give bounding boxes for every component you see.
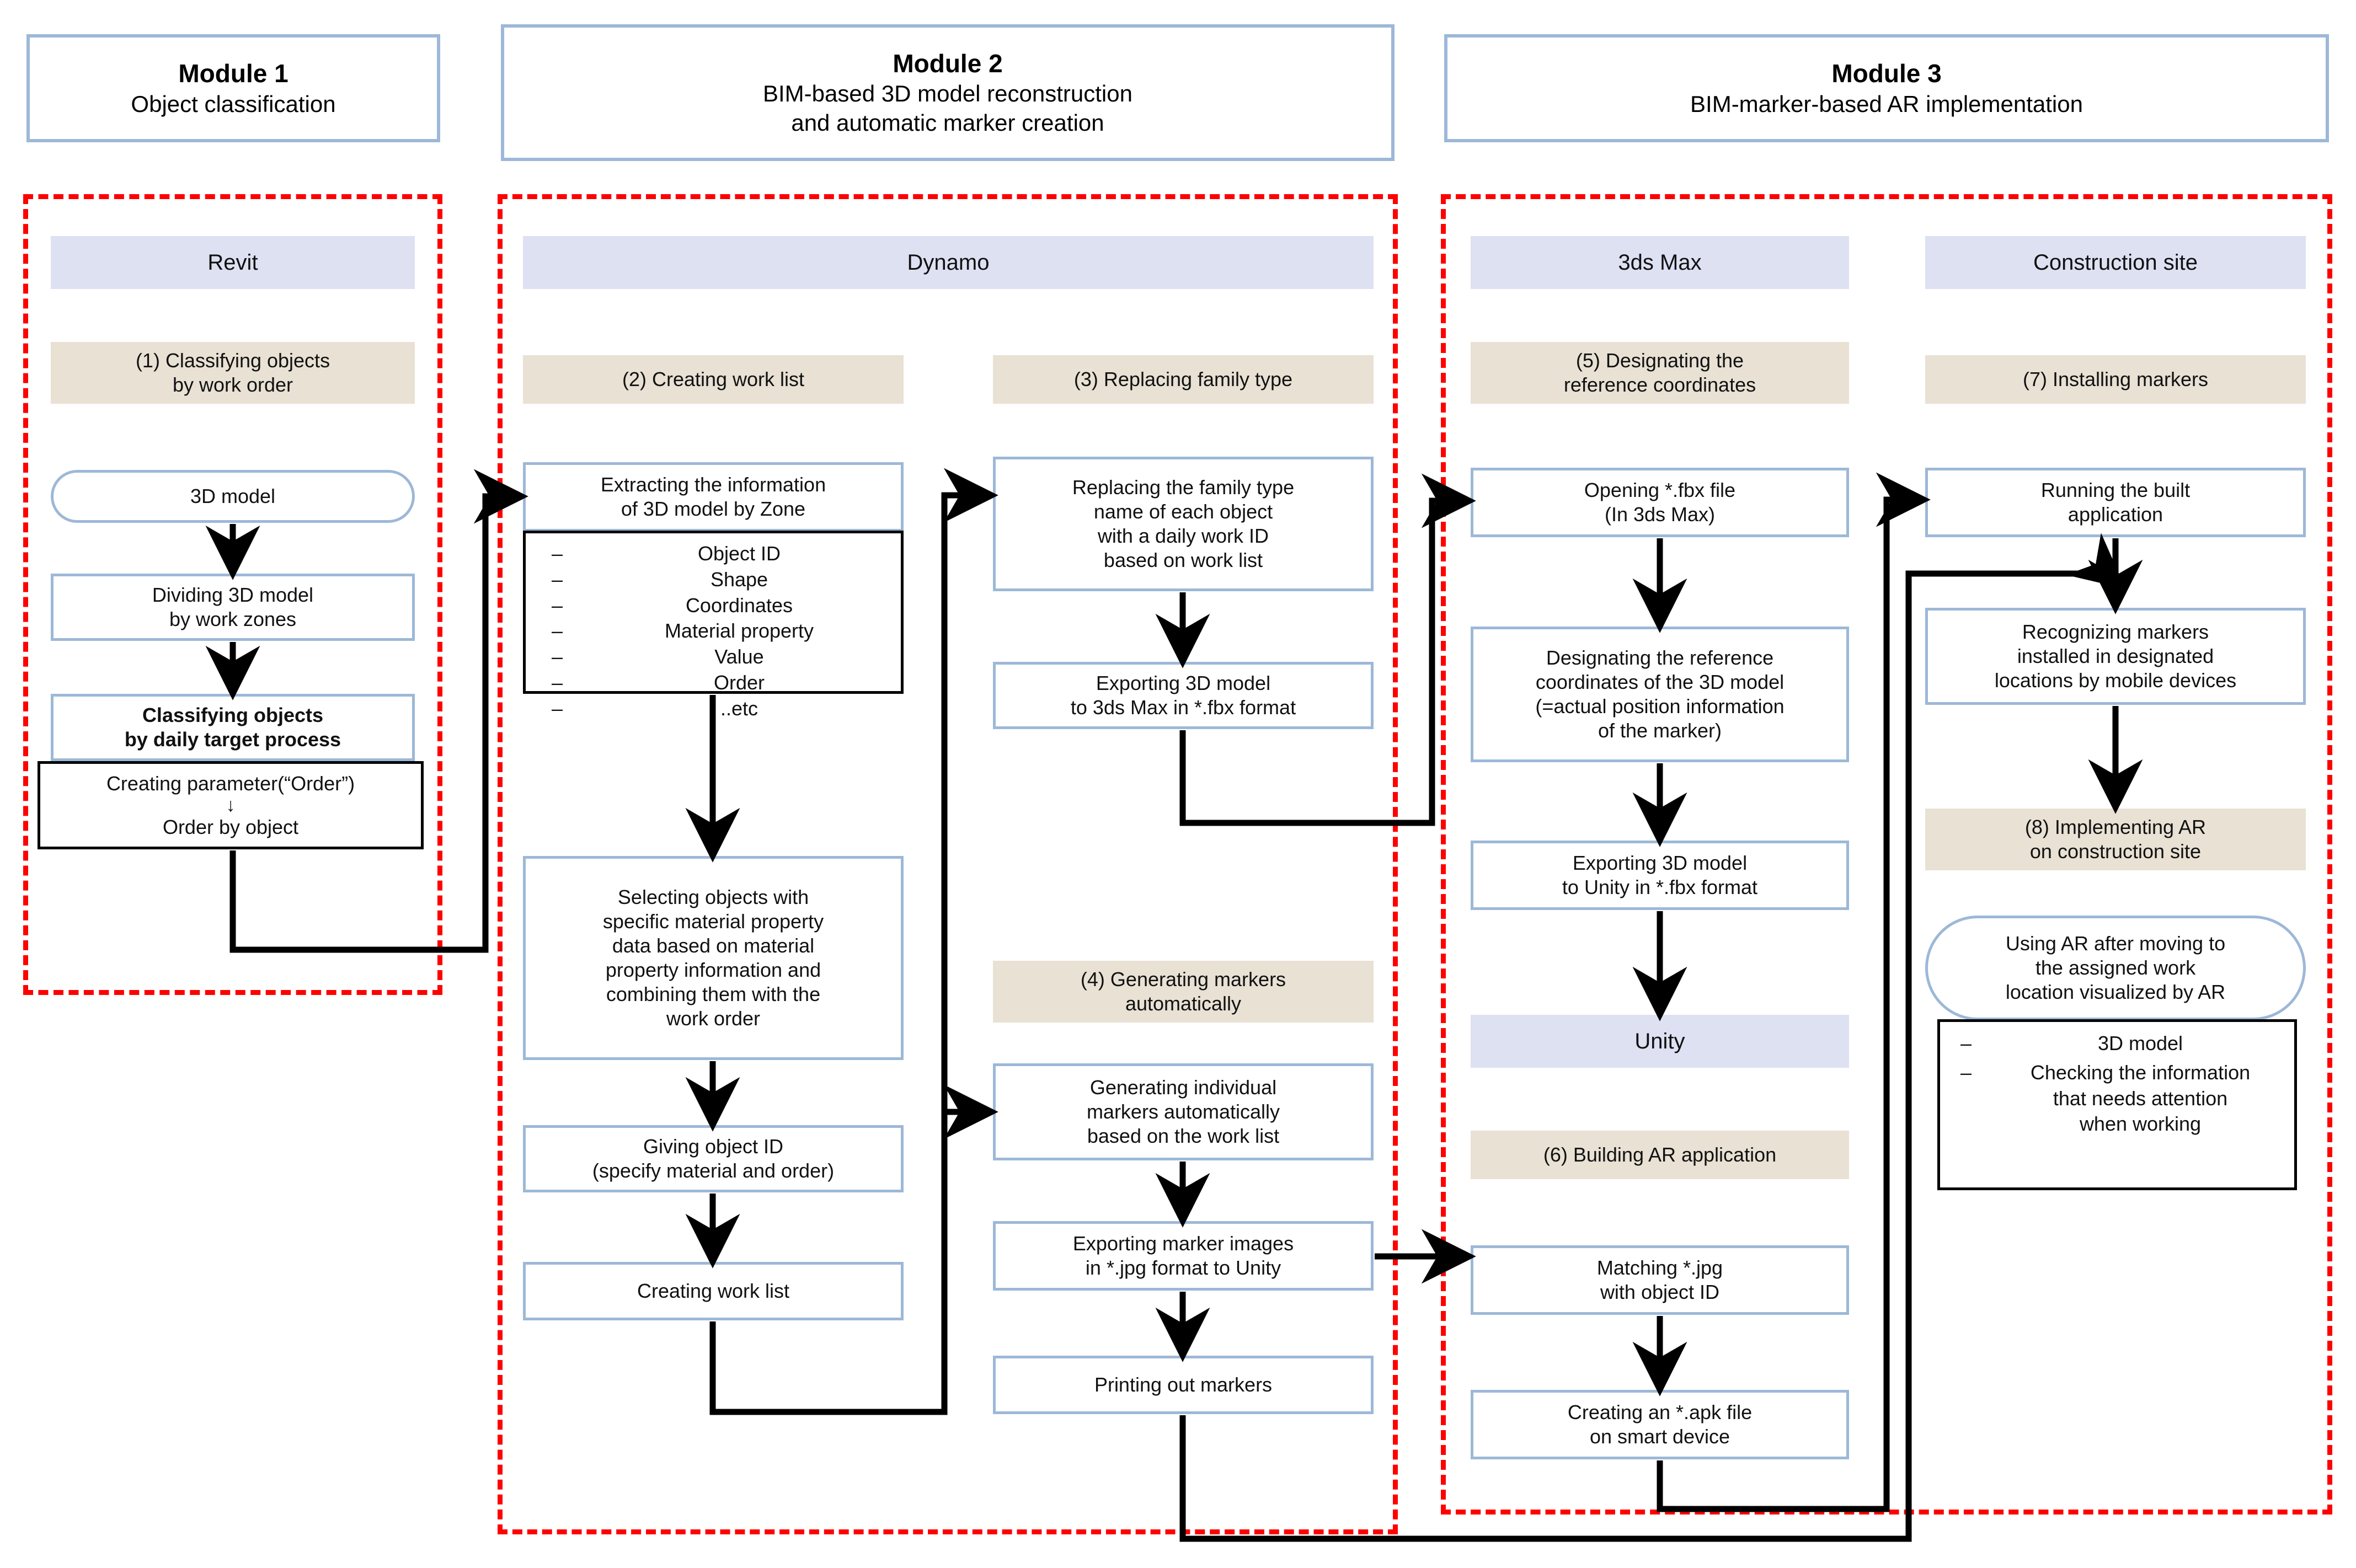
- site-box-running-built-application: Running the built application: [1925, 468, 2306, 537]
- site-box-recognizing-markers: Recognizing markers installed in designa…: [1925, 608, 2306, 705]
- site-terminator-using-ar: Using AR after moving to the assigned wo…: [1925, 916, 2306, 1020]
- step-band-8: (8) Implementing AR on construction site: [1925, 809, 2306, 870]
- unity-box-creating-apk-file: Creating an *.apk file on smart device: [1471, 1390, 1849, 1459]
- module-1-subtitle: Object classification: [131, 90, 336, 117]
- dynamo-box-generating-individual-markers: Generating individual markers automatica…: [993, 1063, 1374, 1160]
- revit-note-line-2: Order by object: [162, 816, 299, 838]
- unity-box-matching-jpg-object-id: Matching *.jpg with object ID: [1471, 1245, 1849, 1315]
- dynamo-box-giving-object-id: Giving object ID (specify material and o…: [523, 1125, 904, 1192]
- site-note-list: –3D model –Checking the information that…: [1960, 1031, 2294, 1137]
- list-item: –..etc: [551, 696, 901, 722]
- dash-icon: –: [551, 542, 563, 565]
- dash-icon: –: [551, 671, 563, 694]
- revit-note-line-1: Creating parameter(“Order”): [106, 772, 355, 795]
- software-band-unity: Unity: [1471, 1015, 1849, 1068]
- list-item: –Checking the information that needs att…: [1960, 1060, 2294, 1137]
- step-band-7: (7) Installing markers: [1925, 355, 2306, 404]
- dash-icon: –: [1960, 1032, 1972, 1055]
- list-item: –Coordinates: [551, 593, 901, 619]
- revit-start-3d-model: 3D model: [51, 470, 415, 523]
- list-item: –3D model: [1960, 1031, 2294, 1057]
- revit-note-down-arrow-icon: ↓: [226, 795, 236, 816]
- step-band-5: (5) Designating the reference coordinate…: [1471, 342, 1849, 404]
- software-band-revit: Revit: [51, 236, 415, 289]
- dynamo-attribute-list-box: –Object ID –Shape –Coordinates –Material…: [523, 531, 904, 720]
- dash-icon: –: [1960, 1061, 1972, 1084]
- module-2-title-card: Module 2 BIM-based 3D model reconstructi…: [501, 24, 1395, 161]
- dynamo-box-extracting-information: Extracting the information of 3D model b…: [523, 462, 904, 532]
- list-item: –Order: [551, 670, 901, 696]
- site-note-ar-content-box: –3D model –Checking the information that…: [1937, 1019, 2297, 1190]
- module-2-name: Module 2: [893, 49, 1003, 78]
- max-box-designating-reference-coordinates: Designating the reference coordinates of…: [1471, 627, 1849, 762]
- list-item: –Object ID: [551, 541, 901, 567]
- dash-icon: –: [551, 593, 563, 617]
- software-band-construction-site: Construction site: [1925, 236, 2306, 289]
- module-1-title-card: Module 1 Object classification: [26, 34, 440, 142]
- step-band-6: (6) Building AR application: [1471, 1131, 1849, 1179]
- software-band-3ds-max: 3ds Max: [1471, 236, 1849, 289]
- step-band-1: (1) Classifying objects by work order: [51, 342, 415, 404]
- software-band-dynamo: Dynamo: [523, 236, 1374, 289]
- revit-box-dividing-3d-model: Dividing 3D model by work zones: [51, 574, 415, 641]
- dash-icon: –: [551, 697, 563, 720]
- step-band-4: (4) Generating markers automatically: [993, 961, 1374, 1023]
- list-item: –Shape: [551, 567, 901, 593]
- dynamo-box-printing-out-markers: Printing out markers: [993, 1356, 1374, 1414]
- dynamo-box-exporting-3d-model-to-3dsmax: Exporting 3D model to 3ds Max in *.fbx f…: [993, 662, 1374, 729]
- dash-icon: –: [551, 568, 563, 591]
- module-1-name: Module 1: [178, 59, 289, 88]
- module-3-subtitle: BIM-marker-based AR implementation: [1690, 90, 2083, 117]
- step-band-2: (2) Creating work list: [523, 355, 904, 404]
- module-3-title-card: Module 3 BIM-marker-based AR implementat…: [1444, 34, 2329, 142]
- revit-note-order-parameter: Creating parameter(“Order”) ↓ Order by o…: [38, 761, 424, 849]
- dynamo-box-replacing-family-type: Replacing the family type name of each o…: [993, 457, 1374, 591]
- module-3-name: Module 3: [1831, 59, 1942, 88]
- dynamo-box-exporting-marker-images: Exporting marker images in *.jpg format …: [993, 1221, 1374, 1291]
- revit-box-classifying-objects: Classifying objects by daily target proc…: [51, 694, 415, 761]
- list-item: –Material property: [551, 618, 901, 644]
- max-box-opening-fbx-file: Opening *.fbx file (In 3ds Max): [1471, 468, 1849, 537]
- dynamo-box-selecting-objects: Selecting objects with specific material…: [523, 856, 904, 1060]
- dynamo-attribute-list: –Object ID –Shape –Coordinates –Material…: [551, 541, 901, 722]
- max-box-exporting-3d-model-to-unity: Exporting 3D model to Unity in *.fbx for…: [1471, 841, 1849, 910]
- module-2-subtitle: BIM-based 3D model reconstruction and au…: [763, 81, 1132, 136]
- step-band-3: (3) Replacing family type: [993, 355, 1374, 404]
- list-item: –Value: [551, 644, 901, 670]
- dynamo-box-creating-work-list: Creating work list: [523, 1262, 904, 1320]
- dash-icon: –: [551, 645, 563, 668]
- dash-icon: –: [551, 619, 563, 643]
